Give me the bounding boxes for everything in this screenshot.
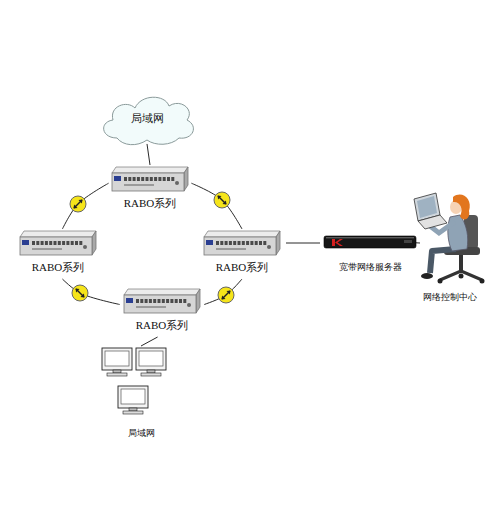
switch-device	[110, 165, 190, 195]
link-symbol	[214, 192, 230, 208]
switch-node: RABO系列	[198, 229, 286, 279]
edge-group	[62, 144, 420, 346]
switch-device	[18, 229, 98, 259]
operator-figure	[410, 185, 490, 289]
device-label: RABO系列	[32, 261, 85, 274]
computer-group	[96, 346, 186, 424]
network-link	[141, 337, 158, 346]
device-label: RABO系列	[216, 261, 269, 274]
network-link	[191, 183, 242, 229]
network-link	[204, 279, 242, 305]
link-symbol	[72, 285, 88, 301]
switch-device	[202, 229, 282, 259]
switch-node: RABO系列	[14, 229, 102, 279]
network-link	[62, 183, 108, 229]
lan-label: 局域网	[128, 428, 155, 438]
control-center: 网络控制中心	[410, 185, 490, 310]
cloud-label: 局域网	[131, 113, 164, 126]
link-symbol	[218, 287, 234, 303]
server-node: 宽带网络服务器	[320, 232, 420, 276]
lan-computers: 局域网	[96, 346, 186, 442]
network-cloud: 局域网	[95, 90, 199, 148]
switch-device	[122, 287, 202, 317]
device-label: RABO系列	[124, 197, 177, 210]
device-label: 宽带网络服务器	[339, 262, 402, 272]
link-symbol	[70, 196, 86, 212]
server-device	[320, 232, 420, 252]
station-label: 网络控制中心	[423, 292, 477, 302]
network-link	[62, 279, 119, 305]
switch-node: RABO系列	[118, 287, 206, 337]
network-link	[286, 243, 320, 244]
device-label: RABO系列	[136, 319, 189, 332]
switch-node: RABO系列	[106, 165, 194, 217]
network-link	[147, 144, 150, 165]
